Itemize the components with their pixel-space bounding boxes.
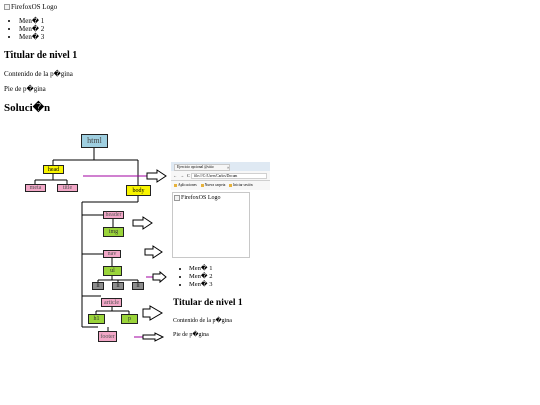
node-li: li (132, 282, 144, 290)
node-p: p (121, 314, 138, 324)
bookmarks-bar: Aplicaciones Nueva carpeta Iniciar sesió… (171, 181, 270, 190)
folder-icon (200, 183, 204, 187)
url-field[interactable]: file:///C:/Users/Carlos/Docum (191, 173, 267, 179)
node-h1: h1 (88, 314, 105, 324)
preview-logo-alt: FirefoxOS Logo (181, 195, 221, 201)
firefoxos-logo: FirefoxOS Logo (4, 3, 57, 11)
node-html: html (81, 134, 108, 148)
broken-image-icon (174, 195, 180, 201)
bookmark-item[interactable]: Iniciar sesión (229, 183, 253, 187)
preview-footer: Pie de p�gina (173, 332, 209, 338)
menu-item: Men� 2 (19, 25, 44, 33)
arrow-shape (152, 270, 167, 284)
bookmark-item[interactable]: Nueva carpeta (200, 183, 225, 187)
logo-alt-text: FirefoxOS Logo (11, 3, 58, 11)
broken-image-icon (4, 4, 10, 10)
page-footer: Pie de p�gina (4, 85, 46, 93)
node-body: body (126, 185, 151, 196)
node-img: img (103, 227, 124, 237)
node-footer: footer (98, 331, 117, 342)
node-meta: meta (25, 184, 46, 192)
apps-icon (174, 183, 177, 187)
tab-title: Ejercicio opcional @sitio (177, 165, 214, 169)
arrow-shape (132, 216, 153, 230)
node-li: li (112, 282, 124, 290)
node-li: li (92, 282, 104, 290)
arrow-shape (142, 305, 163, 321)
solution-heading: Soluci�n (4, 102, 51, 114)
node-nav: nav (103, 250, 121, 258)
arrow-shape (146, 169, 167, 183)
preview-menu-item: Men� 3 (189, 281, 212, 289)
node-header: header (103, 211, 124, 219)
preview-menu-item: Men� 1 (189, 265, 212, 273)
node-ul: ul (103, 266, 122, 276)
arrow-shape (144, 245, 163, 259)
preview-content: Contenido de la p�gina (173, 318, 232, 324)
node-title: title (57, 184, 78, 192)
menu-item: Men� 3 (19, 33, 44, 41)
menu-item: Men� 1 (19, 17, 44, 25)
page-content: Contenido de la p�gina (4, 70, 73, 78)
arrow-shape (142, 332, 165, 342)
preview-heading: Titular de nivel 1 (173, 298, 243, 308)
bookmark-item[interactable]: Aplicaciones (174, 183, 197, 187)
address-bar-row: ← → C ⌂ file:///C:/Users/Carlos/Docum (171, 171, 270, 181)
close-icon[interactable]: × (227, 165, 230, 170)
node-head: head (43, 165, 64, 174)
preview-image-box: FirefoxOS Logo (172, 192, 250, 258)
nav-icons[interactable]: ← → C ⌂ (173, 173, 197, 178)
menu-list: Men� 1 Men� 2 Men� 3 (10, 17, 44, 41)
page-heading: Titular de nivel 1 (4, 50, 78, 61)
preview-menu-list: Men� 1 Men� 2 Men� 3 (182, 265, 212, 289)
preview-menu-item: Men� 2 (189, 273, 212, 281)
browser-preview: Ejercicio opcional @sitio × ← → C ⌂ file… (171, 162, 270, 190)
preview-logo: FirefoxOS Logo (174, 195, 221, 201)
node-article: article (101, 298, 122, 307)
browser-tab[interactable]: Ejercicio opcional @sitio × (174, 164, 230, 171)
bookmark-icon (229, 183, 233, 187)
